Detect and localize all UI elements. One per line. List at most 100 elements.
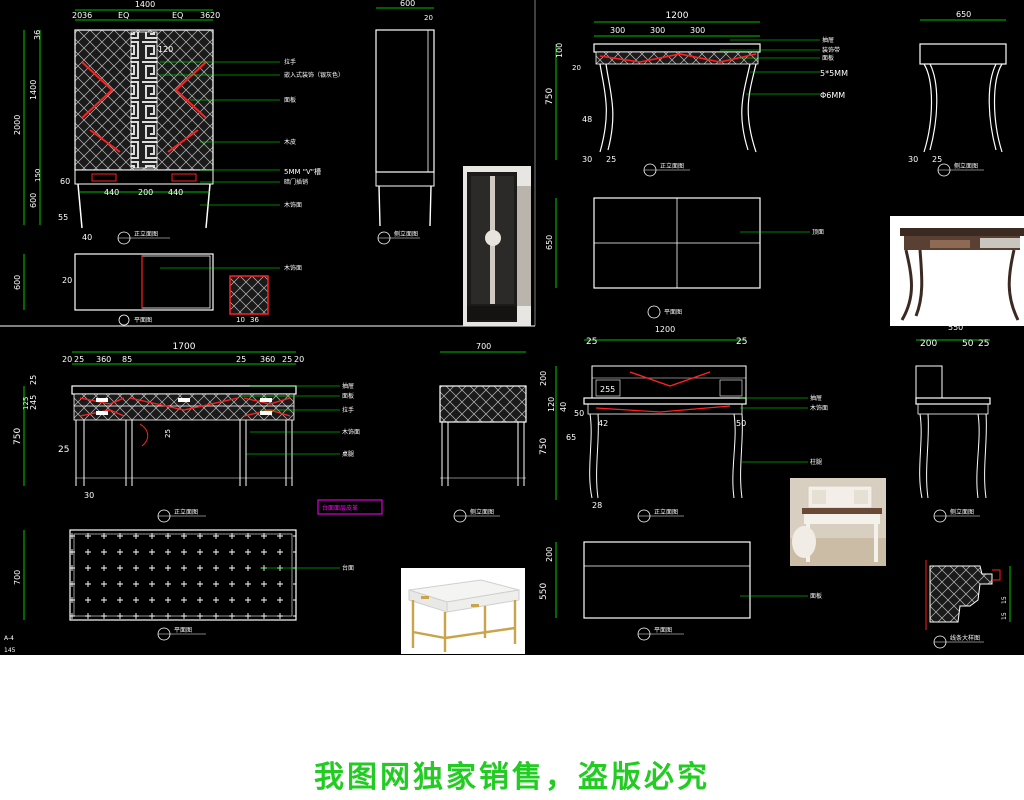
dim-text: 30 [908,155,918,164]
dim-text: 300 [690,26,705,35]
detail-box [229,275,269,315]
dim-text: 1200 [666,11,689,21]
dim-text: 40 [82,233,92,242]
note-text: 装饰带 [822,46,840,54]
note-text: 5MM "V"槽 [284,167,321,176]
dim-text: 750 [13,428,23,445]
dim-text: 65 [566,433,576,442]
note-text: 木饰面 [810,404,828,412]
dim-text: 120 [547,397,556,412]
writing-desk-photo [790,478,886,566]
note-text: 木饰面 [284,201,302,209]
view-label: 平面图 [664,309,682,316]
dim-text: 600 [400,0,415,8]
dim-text: 25 [58,445,69,455]
note-text: 抽屉 [822,36,834,44]
dim-text: 20 [210,11,220,20]
dim-text: 125 [22,397,30,410]
corner-note: A-4 [4,635,14,642]
cad-drawing: 1400 20 36 EQ EQ 36 20 36 1400 2000 150 … [0,0,1011,654]
note-text: 面板 [284,96,296,104]
view-label: 正立面图 [174,508,198,516]
dim-text: 25 [236,355,246,364]
dim-text: 150 [34,169,42,182]
molding-detail: 15 15 线条大样图 [925,560,1011,649]
view-label: 线条大样图 [950,634,980,642]
copyright-caption: 我图网独家销售，盗版必究 [314,760,710,795]
view-label: 侧立面图 [470,508,494,516]
view-label: 侧立面图 [954,162,978,170]
dim-text: 2000 [13,115,22,135]
note-text: Φ6MM [820,91,845,100]
dim-text: 25 [282,355,292,364]
console-drawing: 1200 300 300 300 100 20 750 48 30 25 抽屉 … [545,10,1007,319]
dim-text: 60 [60,177,70,186]
dim-text: 440 [168,188,183,197]
dim-text: 50 [574,409,584,418]
desk-photo [401,568,525,654]
dim-text: 25 [606,155,616,164]
dim-text: 700 [13,570,22,585]
dim-text: 100 [555,43,564,58]
dim-text: 20 [62,355,72,364]
dim-text: 440 [104,188,119,197]
dim-text: 1200 [655,325,675,334]
note-text: 面板 [342,392,354,400]
dim-text: 50 [736,419,746,428]
dim-text: 750 [539,438,549,455]
dim-text: 25 [736,337,747,347]
dim-text: 25 [586,337,597,347]
note-text: 桌腿 [342,450,354,458]
note-text: 面板 [810,592,822,600]
dim-text: 650 [545,235,554,250]
view-label: 正立面图 [134,230,158,238]
view-label: 平面图 [654,627,672,634]
note-text: 5*5MM [820,69,848,78]
dim-text: 10 [236,316,245,324]
dim-text: 25 [29,375,38,385]
note-text: 拉手 [342,406,354,414]
dim-text: 20 [294,355,304,364]
material-tag-text: 台面面层皮革 [322,504,358,512]
view-label: 正立面图 [660,162,684,170]
dim-text: 48 [582,115,592,124]
dim-text: 25 [74,355,84,364]
dim-text: 15 [1001,612,1008,620]
desk-drawing: 1700 20 25 360 85 25 360 25 20 25 245 12… [4,342,527,654]
dim-text: 15 [1001,596,1008,604]
cabinet-drawing: 1400 20 36 EQ EQ 36 20 36 1400 2000 150 … [13,0,435,326]
dim-text: 20 [424,14,433,22]
dim-text: 28 [592,501,602,510]
dim-text: 300 [650,26,665,35]
dim-text: EQ [172,11,183,20]
dim-text: 42 [598,419,608,428]
dim-text: 600 [13,275,22,290]
note-text: 面板 [822,54,834,62]
dim-text: 20 [62,276,72,285]
dim-text: 550 [948,323,963,332]
note-text: 拉手 [284,58,296,66]
dim-text: 30 [84,491,94,500]
dim-text: 360 [96,355,111,364]
writing-desk-drawing: 1200 25 25 200 120 40 50 750 65 28 42 25… [539,323,1011,649]
note-text: 木饰面 [342,428,360,436]
dim-text: 55 [58,213,68,222]
console-photo [890,216,1024,326]
cabinet-photo [463,166,531,326]
dim-text: 255 [600,385,615,394]
note-text: 顶面 [812,229,824,236]
dim-text: 550 [539,583,549,600]
view-label: 侧立面图 [394,230,418,238]
dim-text: 40 [559,402,568,412]
dim-text: 20 [72,11,82,20]
dim-text: 25 [164,429,172,438]
view-label: 侧立面图 [950,508,974,516]
note-text: 抽屉 [810,394,822,402]
note-text: 暗门插销 [284,178,308,186]
dim-text: 20 [572,64,581,72]
view-label: 平面图 [134,317,152,324]
dim-text: 360 [260,355,275,364]
dim-text: 200 [545,547,554,562]
view-label: 平面图 [174,627,192,634]
dim-text: 750 [545,88,555,105]
